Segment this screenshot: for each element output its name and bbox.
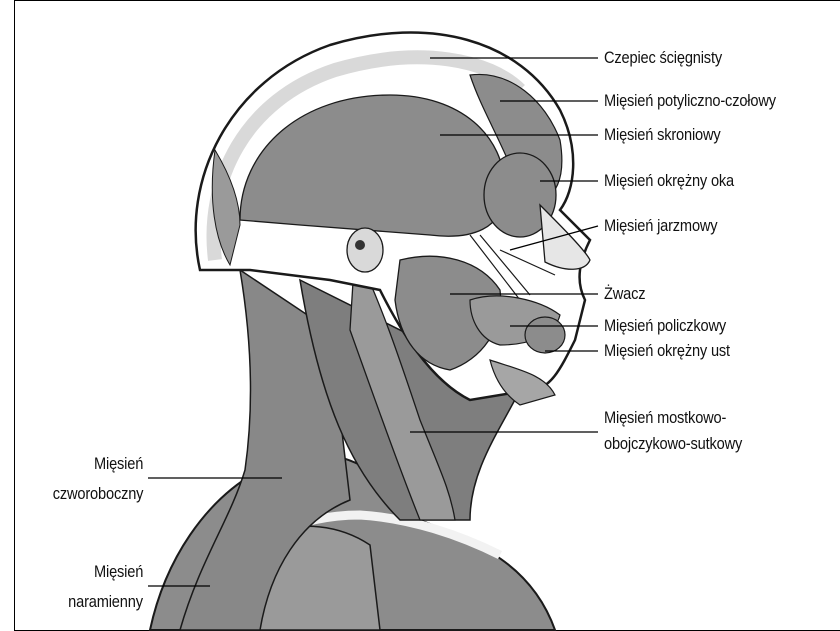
label-zygomaticus: Mięsień jarzmowy: [604, 214, 717, 238]
label-orbicularis-oris: Mięsień okrężny ust: [604, 339, 730, 363]
label-buccinator: Mięsień policzkowy: [604, 314, 726, 338]
label-occipitofrontalis: Mięsień potyliczno-czołowy: [604, 89, 776, 113]
label-masseter: Żwacz: [604, 282, 645, 306]
label-deltoid-1: Mięsień: [94, 560, 143, 584]
label-sternocleidomastoid-1: Mięsień mostkowo-: [604, 406, 726, 430]
label-trapezius-1: Mięsień: [94, 452, 143, 476]
orbicularis-oris-muscle: [525, 317, 565, 353]
label-trapezius-2: czworoboczny: [52, 482, 143, 506]
label-orbicularis-oculi: Mięsień okrężny oka: [604, 169, 734, 193]
label-sternocleidomastoid-2: obojczykowo-sutkowy: [604, 432, 742, 456]
label-deltoid-2: naramienny: [68, 590, 143, 614]
label-galea: Czepiec ścięgnisty: [604, 46, 722, 70]
ear-region: [347, 228, 383, 272]
label-temporalis: Mięsień skroniowy: [604, 123, 721, 147]
